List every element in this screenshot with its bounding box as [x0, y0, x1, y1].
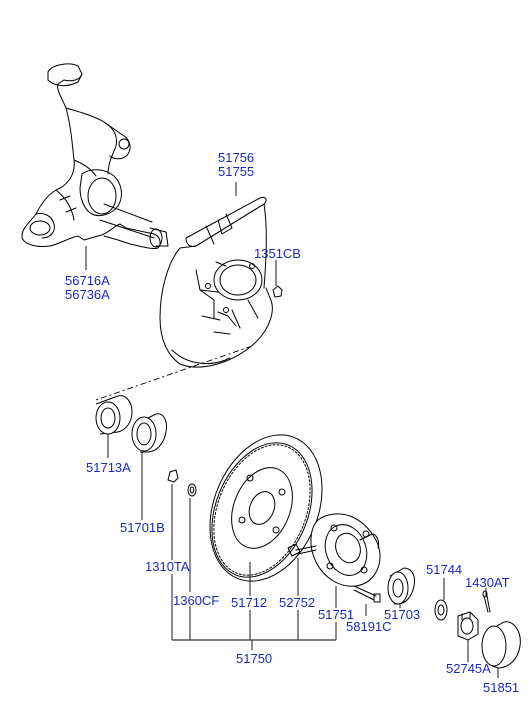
washer-51744: [434, 599, 448, 621]
cotter-pin: [482, 590, 491, 613]
label-51751: 51751: [318, 607, 354, 622]
washer-1360cf: [187, 483, 197, 497]
label-51750: 51750: [236, 651, 272, 666]
label-58191c: 58191C: [346, 619, 392, 634]
label-51755: 51755: [218, 164, 254, 179]
label-56736a: 56736A: [65, 287, 110, 302]
label-1310ta: 1310TA: [145, 559, 190, 574]
label-51712: 51712: [231, 595, 267, 610]
label-51851: 51851: [483, 680, 519, 695]
bolt-58191c: [353, 585, 381, 603]
brake-disc: [209, 434, 323, 582]
label-51744: 51744: [426, 562, 462, 577]
bolt-1351cb: [272, 285, 283, 298]
wheel-hub: [310, 513, 381, 587]
label-52752: 52752: [279, 595, 315, 610]
label-51703: 51703: [384, 607, 420, 622]
inner-bearing: [387, 567, 415, 605]
label-51713a: 51713A: [86, 460, 131, 475]
outer-bearing: [131, 413, 167, 453]
label-1360cf: 1360CF: [173, 593, 219, 608]
assembly-centerline: [95, 345, 253, 401]
castle-nut: [457, 611, 479, 641]
nut-1310ta: [167, 469, 179, 483]
leader-lines: [85, 182, 499, 678]
hub-cap: [481, 621, 521, 669]
label-52745a: 52745A: [446, 661, 491, 676]
label-1351cb: 1351CB: [254, 246, 301, 261]
label-51756: 51756: [218, 150, 254, 165]
label-1430at: 1430AT: [465, 575, 510, 590]
steering-knuckle: [21, 63, 169, 249]
label-56716a: 56716A: [65, 273, 110, 288]
wheel-bolt-52752: [287, 543, 317, 557]
label-51701b: 51701B: [120, 520, 165, 535]
part-labels: 56716A 56736A 51756 51755 1351CB 51713A …: [65, 150, 519, 695]
dust-cover: [159, 197, 273, 368]
oil-seal: [95, 395, 133, 435]
